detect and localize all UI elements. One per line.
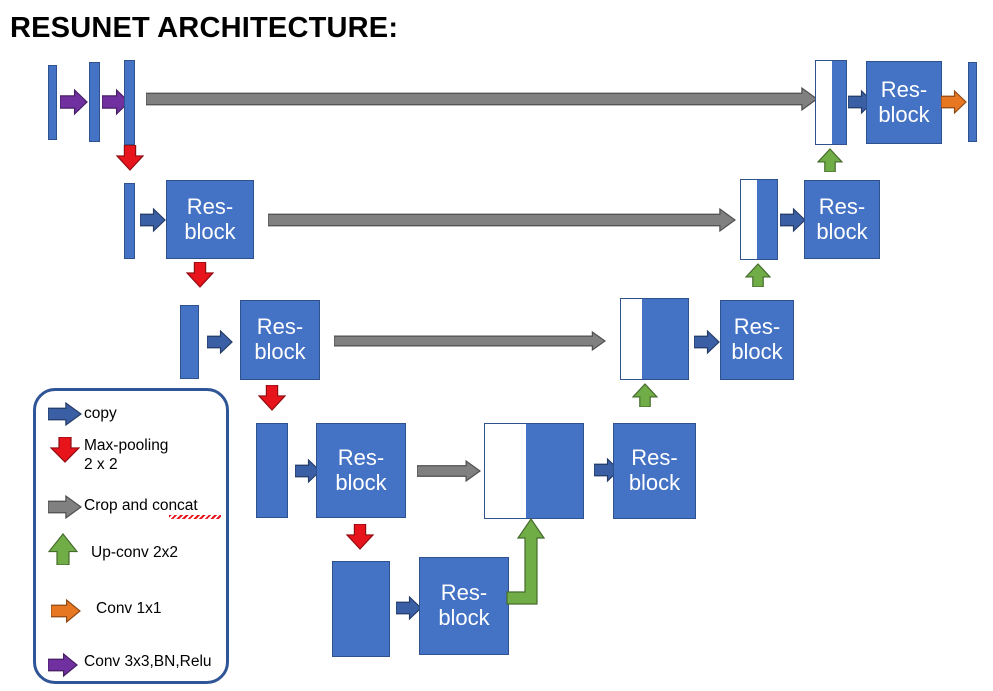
resblock-label-line2: block (731, 339, 783, 364)
crop-concat-arrow-icon (334, 330, 606, 352)
upconv-arrow-icon (817, 148, 843, 172)
copy-arrow-icon (396, 595, 422, 621)
resblock-label-line1: Res- (256, 314, 304, 340)
legend-label-upconv: Up-conv 2x2 (91, 544, 179, 561)
level5-bottleneck-resblock: Res- block (419, 557, 509, 655)
copy-arrow-icon (780, 207, 806, 233)
crop-concat-arrow-icon (417, 459, 481, 483)
spellcheck-squiggle (169, 515, 221, 519)
legend-copy-arrow-icon (48, 401, 82, 427)
level2-feature-bar (124, 183, 135, 259)
maxpool-arrow-icon (116, 145, 144, 171)
resblock-label-line2: block (878, 101, 930, 127)
legend-maxpool-arrow-icon (50, 437, 80, 463)
conv3x3-arrow-icon (60, 88, 88, 116)
crop-concat-arrow-icon (268, 207, 736, 233)
level5-feature-bar (332, 561, 390, 657)
resblock-label-line2: block (335, 469, 387, 495)
legend-upconv-arrow-icon (48, 533, 78, 565)
legend-conv1x1-arrow-icon (51, 598, 81, 624)
level2-encoder-resblock: Res- block (166, 180, 254, 259)
upconv-elbow-arrow-icon (505, 518, 545, 608)
level3-encoder-resblock: Res- block (240, 300, 320, 380)
maxpool-arrow-icon (346, 524, 374, 550)
crop-concat-arrow-icon (146, 86, 818, 112)
level3-concat-block (620, 298, 689, 380)
resblock-label-line2: block (438, 605, 490, 630)
legend-label-copy: copy (84, 405, 117, 422)
copy-arrow-icon (295, 458, 321, 484)
page-title: RESUNET ARCHITECTURE: (10, 12, 399, 44)
conv3x3-arrow-icon (102, 88, 130, 116)
level4-concat-block (484, 423, 584, 519)
resblock-label-line1: Res- (337, 444, 385, 470)
level4-feature-bar (256, 423, 288, 518)
resblock-label-line2: block (628, 470, 681, 495)
level4-decoder-resblock: Res- block (613, 423, 696, 519)
level1-feature-bar-2 (89, 62, 100, 142)
legend-panel: copy Max-pooling 2 x 2 Crop and concat U… (33, 388, 229, 684)
resblock-label-line1: Res- (631, 445, 678, 471)
level1-decoder-resblock: Res- block (866, 61, 942, 144)
upconv-arrow-icon (632, 383, 658, 407)
level2-decoder-resblock: Res- block (804, 180, 880, 259)
level3-decoder-resblock: Res- block (720, 300, 794, 380)
resblock-label-line2: block (816, 218, 868, 244)
copy-arrow-icon (207, 329, 233, 355)
resblock-label-line1: Res- (440, 580, 488, 606)
level1-concat-block (815, 60, 847, 145)
resblock-label-line1: Res- (818, 193, 866, 219)
resblock-label-line1: Res- (733, 314, 781, 340)
legend-crop-concat-arrow-icon (48, 494, 82, 520)
legend-label-crop-concat: Crop and concat (84, 497, 198, 514)
legend-label-conv1x1: Conv 1x1 (96, 600, 162, 617)
resblock-label-line2: block (184, 218, 236, 244)
level1-feature-bar-3 (124, 60, 135, 145)
resblock-label-line1: Res- (186, 193, 234, 219)
resblock-label-line1: Res- (880, 76, 928, 102)
legend-conv3x3-arrow-icon (48, 652, 78, 678)
legend-label-maxpooling: Max-pooling 2 x 2 (84, 437, 169, 474)
level2-concat-block (740, 179, 778, 260)
copy-arrow-icon (140, 207, 166, 233)
upconv-arrow-icon (745, 263, 771, 287)
legend-label-conv3x3: Conv 3x3,BN,Relu (84, 653, 212, 670)
maxpool-arrow-icon (258, 385, 286, 411)
level1-feature-bar-1 (48, 65, 57, 140)
level3-feature-bar (180, 305, 199, 379)
level4-encoder-resblock: Res- block (316, 423, 406, 518)
conv1x1-arrow-icon (941, 89, 967, 115)
output-feature-bar (968, 62, 977, 142)
resblock-label-line2: block (254, 339, 306, 364)
maxpool-arrow-icon (186, 262, 214, 288)
copy-arrow-icon (694, 329, 720, 355)
